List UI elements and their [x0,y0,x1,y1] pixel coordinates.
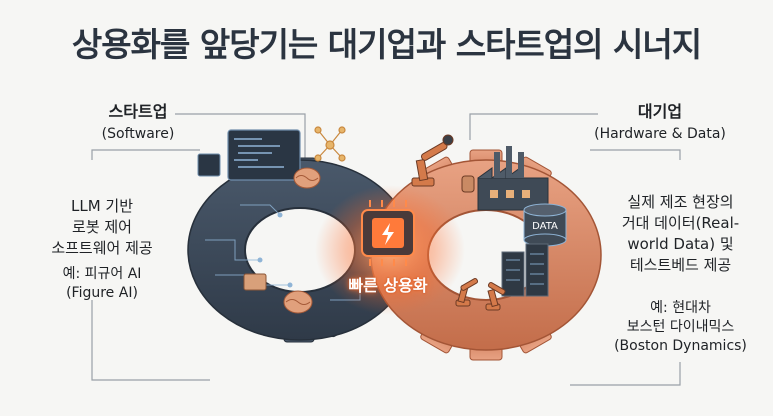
enterprise-description-line: world Data) 및 [627,235,734,253]
enterprise-subheading: (Hardware & Data) [594,126,726,142]
startup-description-line: 소프트웨어 제공 [51,239,153,257]
robot-arm-small-icon [485,282,506,311]
enterprise-description: 실제 제조 현장의 거대 데이터(Real- world Data) 및 테스트… [593,192,768,276]
startup-description-line: 로봇 제어 [72,218,132,236]
startup-subheading: (Software) [101,126,175,142]
connector-left-bottom [91,300,210,381]
brain-icon [283,290,313,314]
enterprise-description-line: 테스트베드 제공 [629,256,732,274]
ai-chip-icon [361,200,415,266]
enterprise-description-line: 실제 제조 현장의 [627,193,734,211]
database-icon: DATA [523,203,567,247]
enterprise-example-line: 보스턴 다이내믹스 [626,319,735,335]
enterprise-header: 대기업 (Hardware & Data) [580,98,740,142]
connector-right-top [469,113,598,140]
chip-small-icon [243,273,267,291]
startup-description-line: LLM 기반 [70,197,134,215]
robot-arm-icon [411,134,454,187]
startup-example-line: (Figure AI) [66,285,138,301]
page-title: 상용화를 앞당기는 대기업과 스타트업의 시너지 [71,25,702,64]
startup-header: 스타트업 (Software) [58,98,218,142]
connector-left-mid [91,149,200,160]
server-rack-icon [501,243,549,297]
enterprise-example-line: (Boston Dynamics) [614,338,747,354]
commercialization-label: 빠른 상용화 [348,276,428,295]
enterprise-example-line: 예: 현대차 [650,300,711,316]
robot-arm-small-icon [455,277,479,307]
enterprise-description-line: 거대 데이터(Real- [621,214,740,232]
neural-network-icon [314,126,346,162]
startup-example-line: 예: 피규어 AI [62,266,142,282]
startup-description: LLM 기반 로봇 제어 소프트웨어 제공 [22,196,182,259]
startup-heading: 스타트업 [108,102,168,121]
connector-lines [91,113,681,386]
code-monitor-icon [197,129,301,181]
startup-example: 예: 피규어 AI (Figure AI) [22,265,182,303]
tank-icon [461,175,475,193]
enterprise-example: 예: 현대차 보스턴 다이내믹스 (Boston Dynamics) [593,299,768,356]
connector-right-bottom [570,362,681,386]
data-label: DATA [532,221,558,232]
enterprise-heading: 대기업 [637,102,683,121]
connector-right-mid [590,149,681,160]
brain-icon [293,167,321,189]
